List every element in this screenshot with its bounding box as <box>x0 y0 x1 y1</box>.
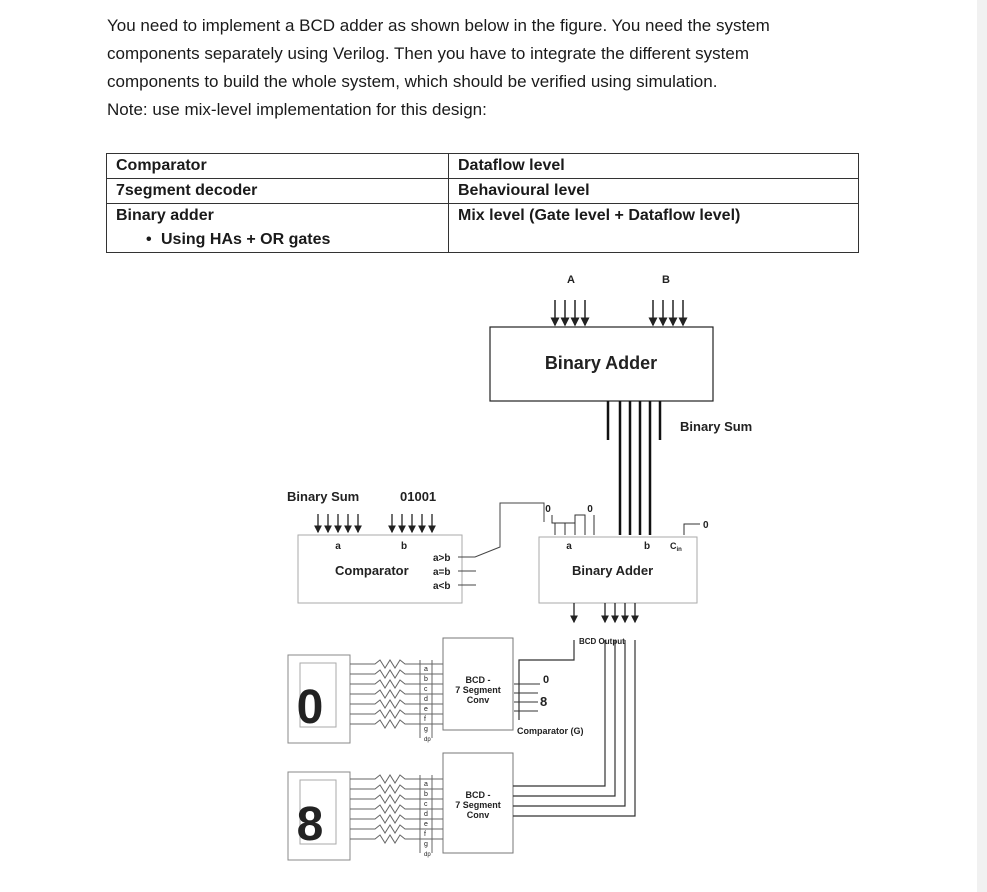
component-cell: Comparator <box>106 153 449 179</box>
comparator-port-b: b <box>401 541 407 552</box>
bcd-converter-top <box>442 637 514 731</box>
cin-wire <box>683 523 700 535</box>
bottom-adder-label: Binary Adder <box>572 563 653 578</box>
bcd-output-label: BCD Output <box>579 637 625 646</box>
dp-label: dp <box>424 852 431 858</box>
input-b-label: B <box>662 274 670 286</box>
segment-letter: d <box>424 696 428 703</box>
comparator-port-a: a <box>335 541 341 552</box>
segment-letter: b <box>424 791 428 798</box>
segment-letter: g <box>424 841 428 848</box>
const-zero: 0 <box>543 674 549 686</box>
comparator-input-arrows <box>314 514 436 534</box>
top-binary-adder-block <box>489 326 714 402</box>
top-adder-label: Binary Adder <box>545 353 657 373</box>
input-a-label: A <box>567 274 575 286</box>
instructions: You need to implement a BCD adder as sho… <box>107 12 867 124</box>
comparator-output-wires <box>458 502 545 586</box>
bcd-output-arrows <box>570 603 639 624</box>
const-input-wires <box>514 683 540 712</box>
intro-line: You need to implement a BCD adder as sho… <box>107 16 770 35</box>
table-row: 7segment decoder Behavioural level <box>106 178 859 204</box>
segment-letter: e <box>424 821 428 828</box>
const-eight: 8 <box>540 694 547 709</box>
component-cell: 7segment decoder <box>106 178 449 204</box>
segment-letter: e <box>424 706 428 713</box>
seven-segment-display-top: 0 <box>287 654 351 744</box>
display-bottom-wiring <box>350 774 443 853</box>
segment-letter: c <box>424 801 428 808</box>
component-cell: Binary adder Using HAs + OR gates <box>106 203 449 253</box>
comparator-block <box>297 534 463 604</box>
bcd-to-converter-wires <box>513 640 636 817</box>
converter-line: 7 Segment <box>455 685 501 695</box>
table-row: Binary adder Using HAs + OR gates Mix le… <box>106 203 859 253</box>
dp-label: dp <box>424 737 431 743</box>
segment-letter: g <box>424 726 428 733</box>
input-a-arrows <box>550 300 590 327</box>
note-line: Note: use mix-level implementation for t… <box>107 100 487 119</box>
instructions-paragraph: You need to implement a BCD adder as sho… <box>107 12 867 96</box>
segment-letter: f <box>424 716 426 723</box>
component-sub-item: Using HAs + OR gates <box>116 228 439 252</box>
intro-line: components separately using Verilog. The… <box>107 44 749 63</box>
comparator-eq-port: a=b <box>433 567 451 578</box>
segment-letter: c <box>424 686 428 693</box>
segment-letter: f <box>424 831 426 838</box>
segment-letter: d <box>424 811 428 818</box>
segment-letter: b <box>424 676 428 683</box>
converter-line: Conv <box>467 810 490 820</box>
display-digit: 0 <box>297 681 324 734</box>
comparator-g-label: Comparator (G) <box>517 726 584 736</box>
bcd-converter-bottom <box>442 752 514 854</box>
converter-line: BCD - <box>466 675 491 685</box>
input-b-arrows <box>648 300 688 327</box>
implementation-levels-table: Comparator Dataflow level 7segment decod… <box>106 153 859 253</box>
zero-input-2: 0 <box>587 504 593 515</box>
adder-port-cin: Cin <box>670 541 682 553</box>
level-cell: Behavioural level <box>448 178 859 204</box>
display-digit: 8 <box>297 798 324 851</box>
cin-subscript: in <box>677 547 683 553</box>
segment-letter: a <box>424 666 428 673</box>
adder-port-a: a <box>566 541 572 552</box>
seven-segment-display-bottom: 8 <box>287 771 351 861</box>
converter-line: Conv <box>467 695 490 705</box>
zero-input-1: 0 <box>545 504 551 515</box>
adder-port-b: b <box>644 541 650 552</box>
converter-line: 7 Segment <box>455 800 501 810</box>
adder-b-inputs <box>551 514 595 535</box>
comparator-input-1-label: Binary Sum <box>287 489 359 504</box>
cin-label: C <box>670 541 677 551</box>
comparator-label: Comparator <box>335 563 409 578</box>
page-edge <box>977 0 987 892</box>
component-label: Binary adder <box>116 207 214 224</box>
binary-sum-output-label: Binary Sum <box>680 419 752 434</box>
intro-line: components to build the whole system, wh… <box>107 72 718 91</box>
converter-line: BCD - <box>466 790 491 800</box>
display-top-wiring <box>350 659 443 738</box>
level-cell: Mix level (Gate level + Dataflow level) <box>448 203 859 253</box>
comparator-gt-port: a>b <box>433 553 451 564</box>
comparator-input-2-label: 01001 <box>400 489 436 504</box>
bottom-binary-adder-block <box>538 536 698 604</box>
segment-letter: a <box>424 781 428 788</box>
sum-bus <box>606 401 662 535</box>
cin-zero: 0 <box>703 520 709 531</box>
comparator-lt-port: a<b <box>433 581 451 592</box>
